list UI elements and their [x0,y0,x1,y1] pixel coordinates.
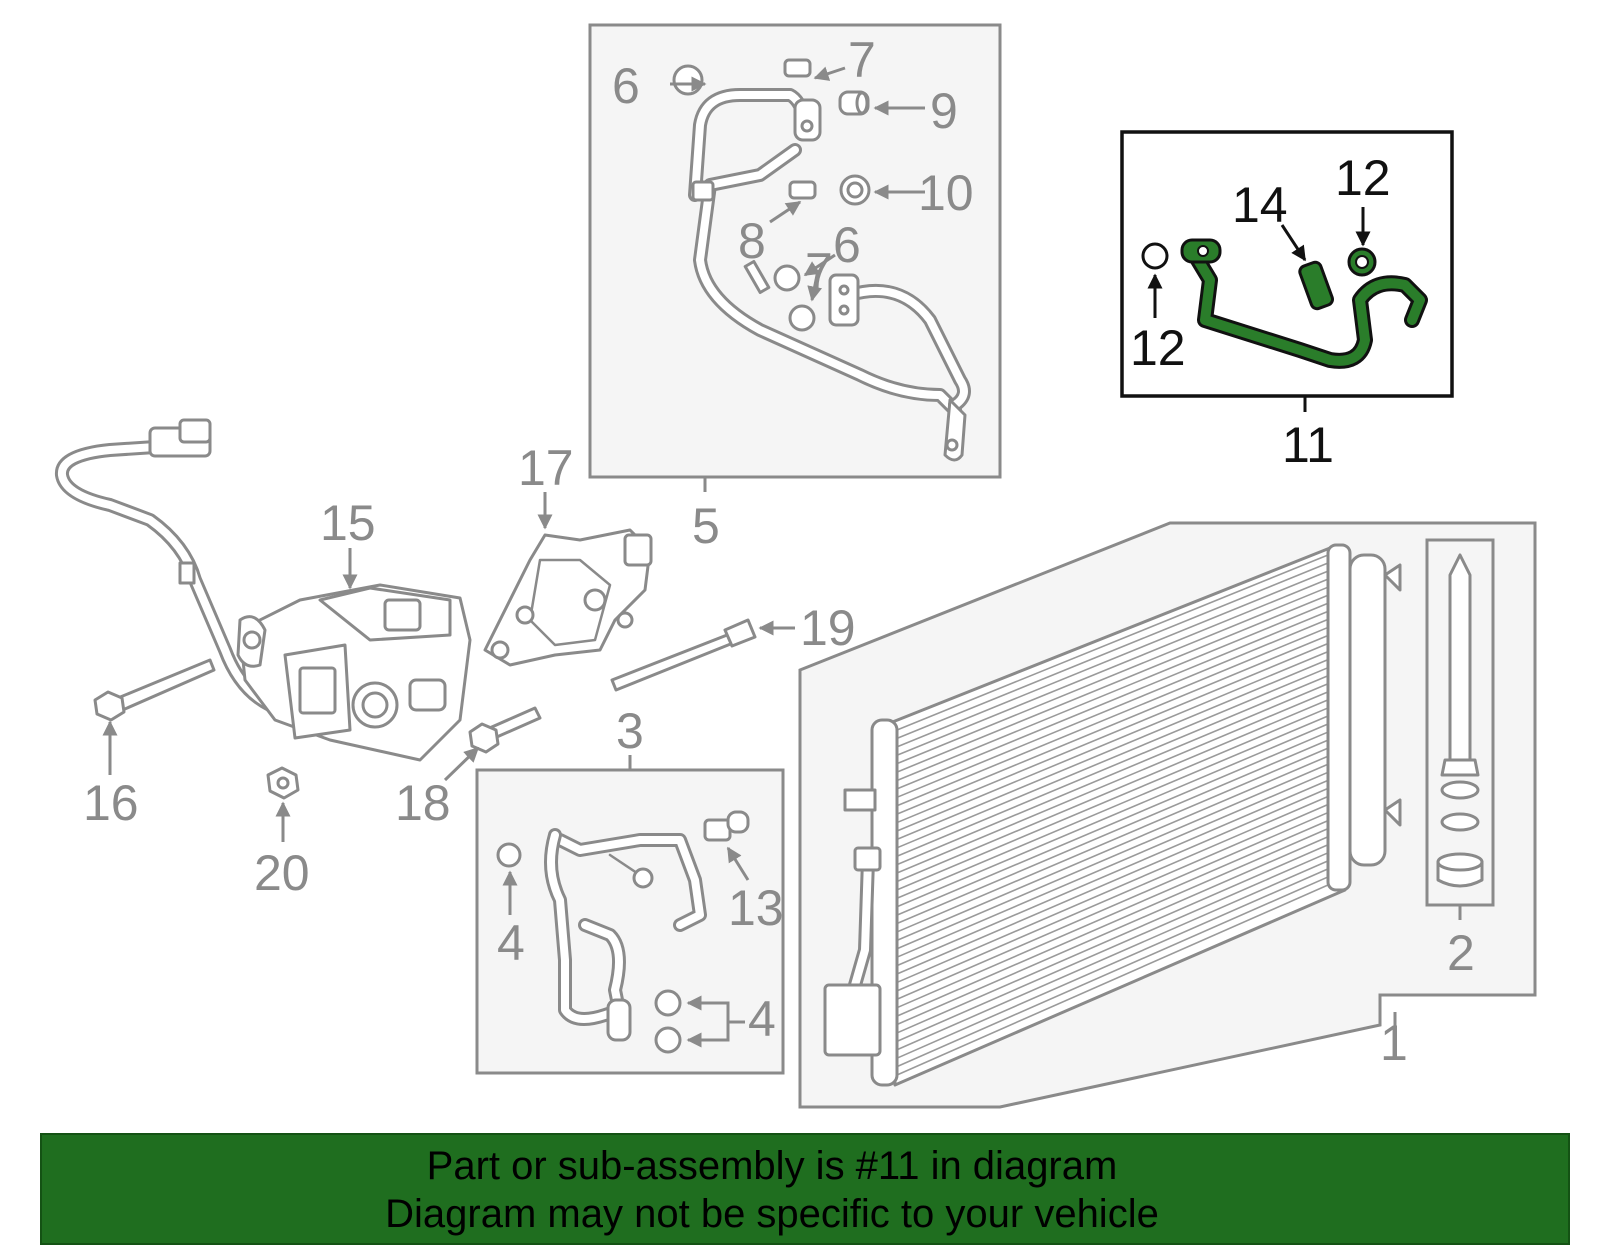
callout-12-left: 12 [1130,320,1186,376]
condenser-fin-line [896,554,1329,731]
callout-1: 1 [1380,1015,1408,1071]
callout-8: 8 [738,213,766,269]
callout-11: 11 [1282,417,1334,473]
condenser-fin-line [896,787,1329,975]
condenser-fin-line [896,852,1329,1043]
condenser-fin-line [896,811,1329,1001]
callout-6a: 6 [612,58,640,114]
condenser-fin-line [896,610,1329,790]
callout-13: 13 [728,880,784,936]
condenser-fin-line [896,819,1329,1009]
condenser-fin-line [896,683,1329,866]
callout-20: 20 [254,845,310,901]
bolt-18 [468,706,542,754]
condenser-fin-line [896,618,1329,799]
condenser-fin-line [896,755,1329,942]
bolt-16 [93,658,216,722]
condenser-fin-line [896,876,1329,1068]
leader-lines [102,66,1462,1048]
callout-5: 5 [692,498,720,554]
condenser-fin-line [896,658,1329,841]
callout-16: 16 [83,775,139,831]
condenser-fins [896,554,1329,1076]
hose-assembly-box-11 [1120,130,1454,398]
condenser-fin-line [896,594,1329,773]
condenser-fin-line [896,723,1329,908]
stud-19 [610,618,757,692]
callout-7a: 7 [848,32,876,88]
callout-15: 15 [320,495,376,551]
condenser-fin-line [896,562,1329,740]
condenser-fin-line [896,803,1329,992]
condenser-fin-line [896,747,1329,933]
condenser-fin-line [896,739,1329,925]
hose-assembly-box-5 [588,23,1002,479]
condenser-fin-line [896,699,1329,883]
callout-4a: 4 [497,915,525,971]
condenser-fin-line [896,674,1329,857]
condenser-fin-line [896,666,1329,849]
callout-19: 19 [800,600,856,656]
banner-disclaimer: Diagram may not be specific to your vehi… [385,1192,1159,1236]
condenser-fin-line [896,827,1329,1017]
condenser-fin-line [896,642,1329,824]
condenser-fin-line [896,650,1329,832]
condenser-fin-line [896,763,1329,950]
condenser-fin-line [896,835,1329,1026]
condenser-fin-line [896,868,1329,1059]
condenser-fin-line [896,860,1329,1051]
condenser-fin-line [896,691,1329,874]
callout-6b: 6 [833,217,861,273]
drier-box-2 [1425,538,1495,907]
banner-part-notice: Part or sub-assembly is #11 in diagram [426,1144,1118,1188]
condenser-fin-line [896,570,1329,748]
callout-3: 3 [616,703,644,759]
callout-18: 18 [395,775,451,831]
condenser-fin-line [896,626,1329,807]
callout-10: 10 [918,165,974,221]
condenser-fin-line [896,844,1329,1034]
condenser-fin-line [896,771,1329,958]
condenser-fin-line [896,602,1329,782]
condenser-fin-line [896,779,1329,967]
nut-20 [266,766,300,800]
callout-2: 2 [1447,925,1475,981]
callout-17: 17 [518,440,574,496]
condenser-fin-line [896,884,1329,1076]
condenser-fin-line [896,707,1329,891]
condenser-fin-line [896,634,1329,815]
condenser-box-1 [798,521,1537,1109]
condenser-fin-line [896,731,1329,916]
condenser-fin-line [896,795,1329,984]
bracket-17 [483,528,653,667]
condenser-fin-line [896,578,1329,756]
callout-9: 9 [930,83,958,139]
hose-assembly-box-3 [475,768,785,1075]
condenser-fin-line [896,586,1329,765]
callout-12-top: 12 [1335,150,1391,206]
callout-labels: 6 7 9 10 8 6 7 5 15 17 19 16 20 18 3 4 1… [83,32,1475,1071]
condenser-fin-line [896,715,1329,900]
callout-7b: 7 [805,243,833,299]
notice-banner: Part or sub-assembly is #11 in diagram D… [40,1133,1570,1245]
callout-4b: 4 [748,991,776,1047]
compressor-assembly [55,418,472,762]
leader-lines-11 [1147,207,1371,412]
callout-14: 14 [1232,177,1288,233]
